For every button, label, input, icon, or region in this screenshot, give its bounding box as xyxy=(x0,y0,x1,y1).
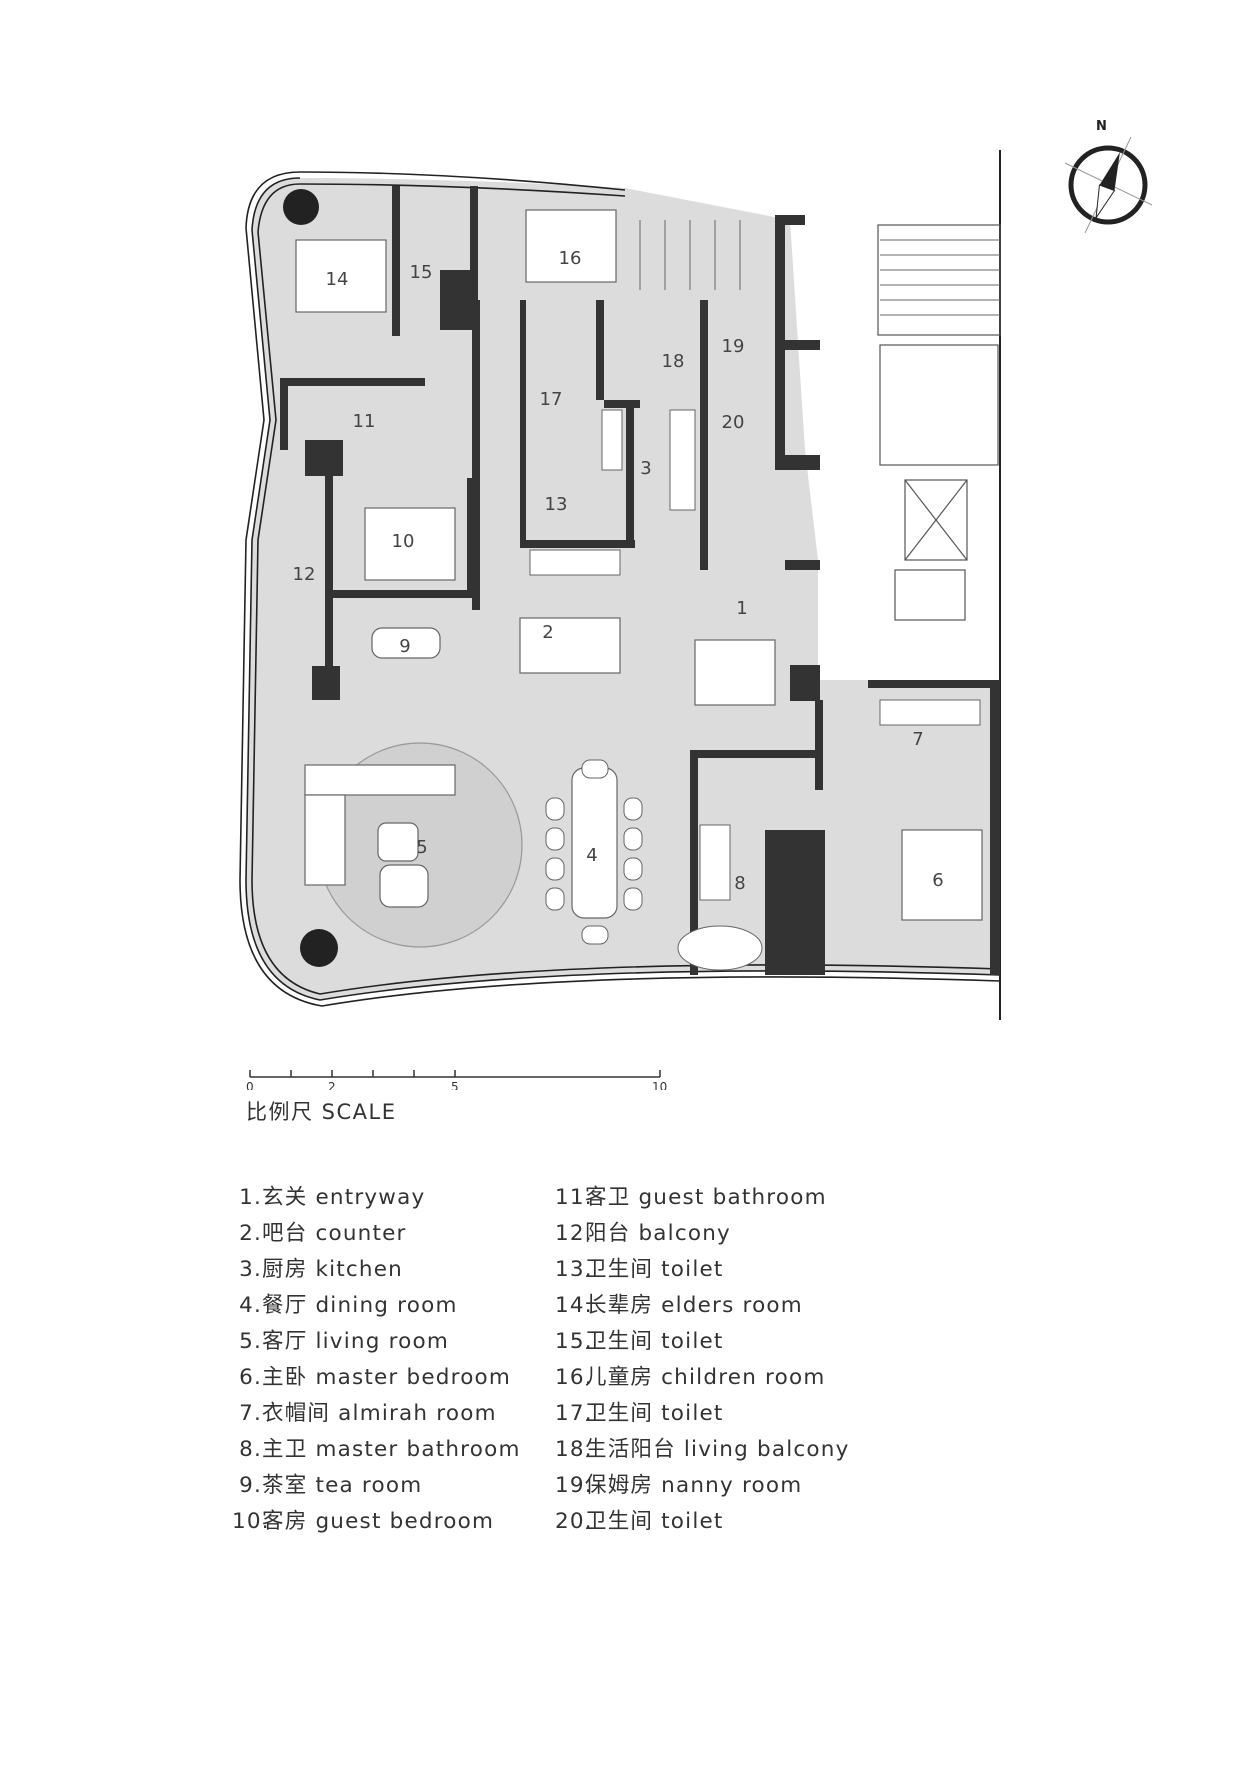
legend-item: 16.儿童房 children room xyxy=(555,1365,826,1390)
room-label-16: 16 xyxy=(559,248,582,269)
room-label-6: 6 xyxy=(932,870,943,891)
legend-item: 12.阳台 balcony xyxy=(555,1221,731,1246)
scale-tick-10: 10 xyxy=(652,1080,667,1090)
scale-tick-0: 0 xyxy=(246,1080,254,1090)
room-label-9: 9 xyxy=(399,636,410,657)
dining-chairs xyxy=(545,759,643,945)
room-label-5: 5 xyxy=(416,837,427,858)
north-label: N xyxy=(1096,119,1107,134)
legend-item: 1.玄关 entryway xyxy=(239,1185,426,1210)
room-label-1: 1 xyxy=(736,598,747,619)
room-label-17: 17 xyxy=(540,389,563,410)
room-label-11: 11 xyxy=(353,411,376,432)
stair-treads xyxy=(639,220,1000,316)
planter xyxy=(283,189,319,225)
furniture xyxy=(304,617,776,948)
legend-item: 15.卫生间 toilet xyxy=(555,1329,724,1354)
north-arrow: N xyxy=(1064,119,1153,234)
room-label-8: 8 xyxy=(734,873,745,894)
room-label-10: 10 xyxy=(392,531,415,552)
planter xyxy=(300,929,338,967)
legend-item: 20.卫生间 toilet xyxy=(555,1509,724,1534)
legend-item: 11.客卫 guest bathroom xyxy=(555,1185,827,1210)
room-label-12: 12 xyxy=(293,564,316,585)
room-label-4: 4 xyxy=(586,845,597,866)
floor-plan-drawing: 1 2 3 4 5 6 7 8 9 10 11 12 13 14 15 16 1… xyxy=(239,119,1153,1090)
beds xyxy=(295,209,983,921)
legend-item: 8.主卫 master bathroom xyxy=(239,1437,521,1462)
scale-tick-5: 5 xyxy=(451,1080,459,1090)
scale-title: 比例尺 SCALE xyxy=(246,1100,397,1124)
legend-item: 10.客房 guest bedroom xyxy=(232,1509,495,1534)
room-label-2: 2 xyxy=(542,622,553,643)
room-labels: 1 2 3 4 5 6 7 8 9 10 11 12 13 14 15 16 1… xyxy=(293,248,944,894)
legend-item: 14.长辈房 elders room xyxy=(555,1293,803,1318)
legend-column-left: 1.玄关 entryway 2.吧台 counter 3.厨房 kitchen … xyxy=(232,1180,521,1540)
scale-tick-2: 2 xyxy=(328,1080,336,1090)
legend-item: 5.客厅 living room xyxy=(239,1329,450,1354)
legend-item: 7.衣帽间 almirah room xyxy=(239,1401,497,1426)
legend-item: 9.茶室 tea room xyxy=(239,1473,423,1498)
legend-column-right: 11.客卫 guest bathroom 12.阳台 balcony 13.卫生… xyxy=(555,1180,850,1540)
legend-item: 4.餐厅 dining room xyxy=(239,1293,458,1318)
legend-item: 13.卫生间 toilet xyxy=(555,1257,724,1282)
legend-item: 19.保姆房 nanny room xyxy=(555,1473,803,1498)
legend-item: 18.生活阳台 living balcony xyxy=(555,1437,850,1462)
room-label-20: 20 xyxy=(722,412,745,433)
room-label-3: 3 xyxy=(640,458,651,479)
room-label-19: 19 xyxy=(722,336,745,357)
room-label-15: 15 xyxy=(410,262,433,283)
legend-item: 17.卫生间 toilet xyxy=(555,1401,724,1426)
legend-item: 3.厨房 kitchen xyxy=(239,1257,404,1282)
fixtures xyxy=(529,409,981,971)
legend-item: 6.主卧 master bedroom xyxy=(239,1365,512,1390)
interior-walls xyxy=(280,186,1000,975)
room-label-7: 7 xyxy=(912,729,923,750)
room-label-13: 13 xyxy=(545,494,568,515)
service-area xyxy=(877,224,1001,621)
room-label-18: 18 xyxy=(662,351,685,372)
room-label-14: 14 xyxy=(326,269,349,290)
scale-bar: 0 2 5 10 xyxy=(246,1070,667,1090)
legend-item: 2.吧台 counter xyxy=(239,1221,407,1246)
